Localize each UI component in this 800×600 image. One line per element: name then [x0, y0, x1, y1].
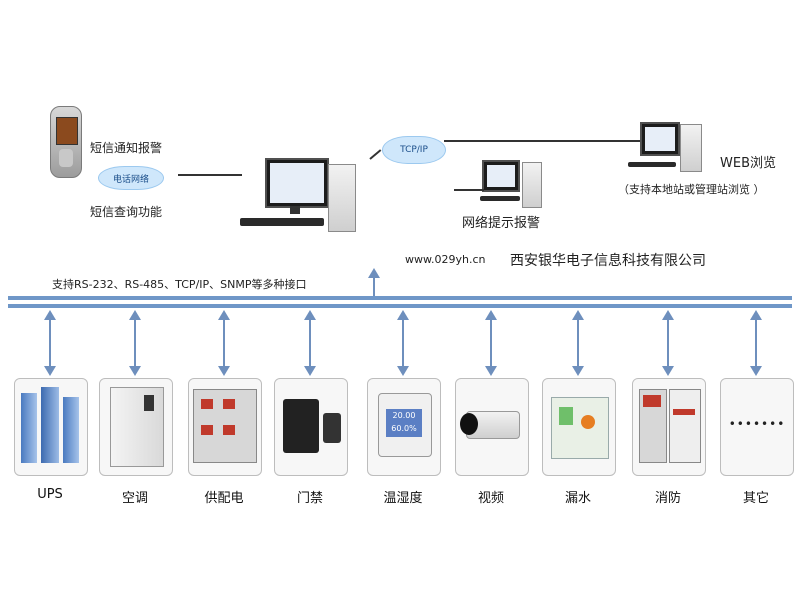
device-arrow — [309, 318, 311, 370]
device-arrow — [490, 318, 492, 370]
device-arrow — [755, 318, 757, 370]
interfaces-label: 支持RS-232、RS-485、TCP/IP、SNMP等多种接口 — [52, 278, 307, 291]
sensor-reading-2: 60.0% — [391, 424, 417, 433]
phone-network-cloud: 电话网络 — [98, 166, 164, 190]
device-label: 门禁 — [296, 491, 323, 506]
ups-icon — [14, 378, 88, 476]
connector-line — [454, 189, 484, 191]
arrow-head-up — [485, 310, 497, 320]
device-label: UPS — [37, 487, 63, 502]
web-support-label: （支持本地站或管理站浏览 ） — [618, 183, 765, 196]
device-label: 消防 — [654, 491, 681, 506]
device-arrow — [577, 318, 579, 370]
arrow-head-up — [218, 310, 230, 320]
device-arrow — [667, 318, 669, 370]
air-conditioner-icon — [99, 378, 173, 476]
web-browse-label: WEB浏览 — [720, 156, 776, 171]
arrow-head-up — [572, 310, 584, 320]
device-arrow — [223, 318, 225, 370]
device-label: 漏水 — [564, 491, 591, 506]
others-dots: ••••••• — [728, 417, 786, 431]
device-label: 其它 — [742, 491, 769, 506]
web-computer-icon — [628, 120, 712, 174]
connector-line — [178, 174, 242, 176]
arrow-head-down — [750, 366, 762, 376]
device-arrow — [402, 318, 404, 370]
sensor-reading-1: 20.00 — [392, 411, 416, 420]
fire-protection-icon — [632, 378, 706, 476]
arrow-head-down — [129, 366, 141, 376]
device-label: 供配电 — [204, 491, 244, 506]
arrow-head-up — [304, 310, 316, 320]
arrow-head-down — [304, 366, 316, 376]
sms-query-label: 短信查询功能 — [90, 205, 163, 219]
device-arrow — [134, 318, 136, 370]
connector-line — [369, 149, 382, 160]
tcpip-label: TCP/IP — [400, 145, 428, 155]
tcpip-cloud: TCP/IP — [382, 136, 446, 164]
connector-line — [444, 140, 640, 142]
arrow-head-up — [397, 310, 409, 320]
website-text: www.029yh.cn — [405, 253, 486, 266]
central-computer-icon — [240, 156, 370, 236]
power-distribution-icon — [188, 378, 262, 476]
up-arrow — [373, 276, 375, 296]
device-label: 温湿度 — [383, 491, 423, 506]
bus-line-bottom — [8, 304, 792, 308]
network-computer-icon — [480, 158, 560, 210]
network-alarm-label: 网络提示报警 — [462, 216, 541, 231]
arrow-head-up — [129, 310, 141, 320]
arrow-head-up — [750, 310, 762, 320]
phone-network-label: 电话网络 — [112, 174, 149, 185]
arrow-head-down — [44, 366, 56, 376]
temperature-humidity-icon: 20.00 60.0% — [367, 378, 441, 476]
camera-icon — [455, 378, 529, 476]
arrow-head-up — [44, 310, 56, 320]
bus-line-top — [8, 296, 792, 300]
water-leak-icon — [542, 378, 616, 476]
mobile-phone-icon — [50, 106, 82, 178]
arrow-head-down — [485, 366, 497, 376]
arrow-head-up — [662, 310, 674, 320]
others-icon: ••••••• — [720, 378, 794, 476]
arrow-head-down — [218, 366, 230, 376]
device-label: 空调 — [121, 491, 148, 506]
up-arrow-head — [368, 268, 380, 278]
company-name: 西安银华电子信息科技有限公司 — [510, 253, 706, 269]
sms-alarm-label: 短信通知报警 — [90, 141, 163, 155]
access-control-icon — [274, 378, 348, 476]
device-label: 视频 — [477, 491, 504, 506]
device-arrow — [49, 318, 51, 370]
arrow-head-down — [662, 366, 674, 376]
arrow-head-down — [572, 366, 584, 376]
arrow-head-down — [397, 366, 409, 376]
